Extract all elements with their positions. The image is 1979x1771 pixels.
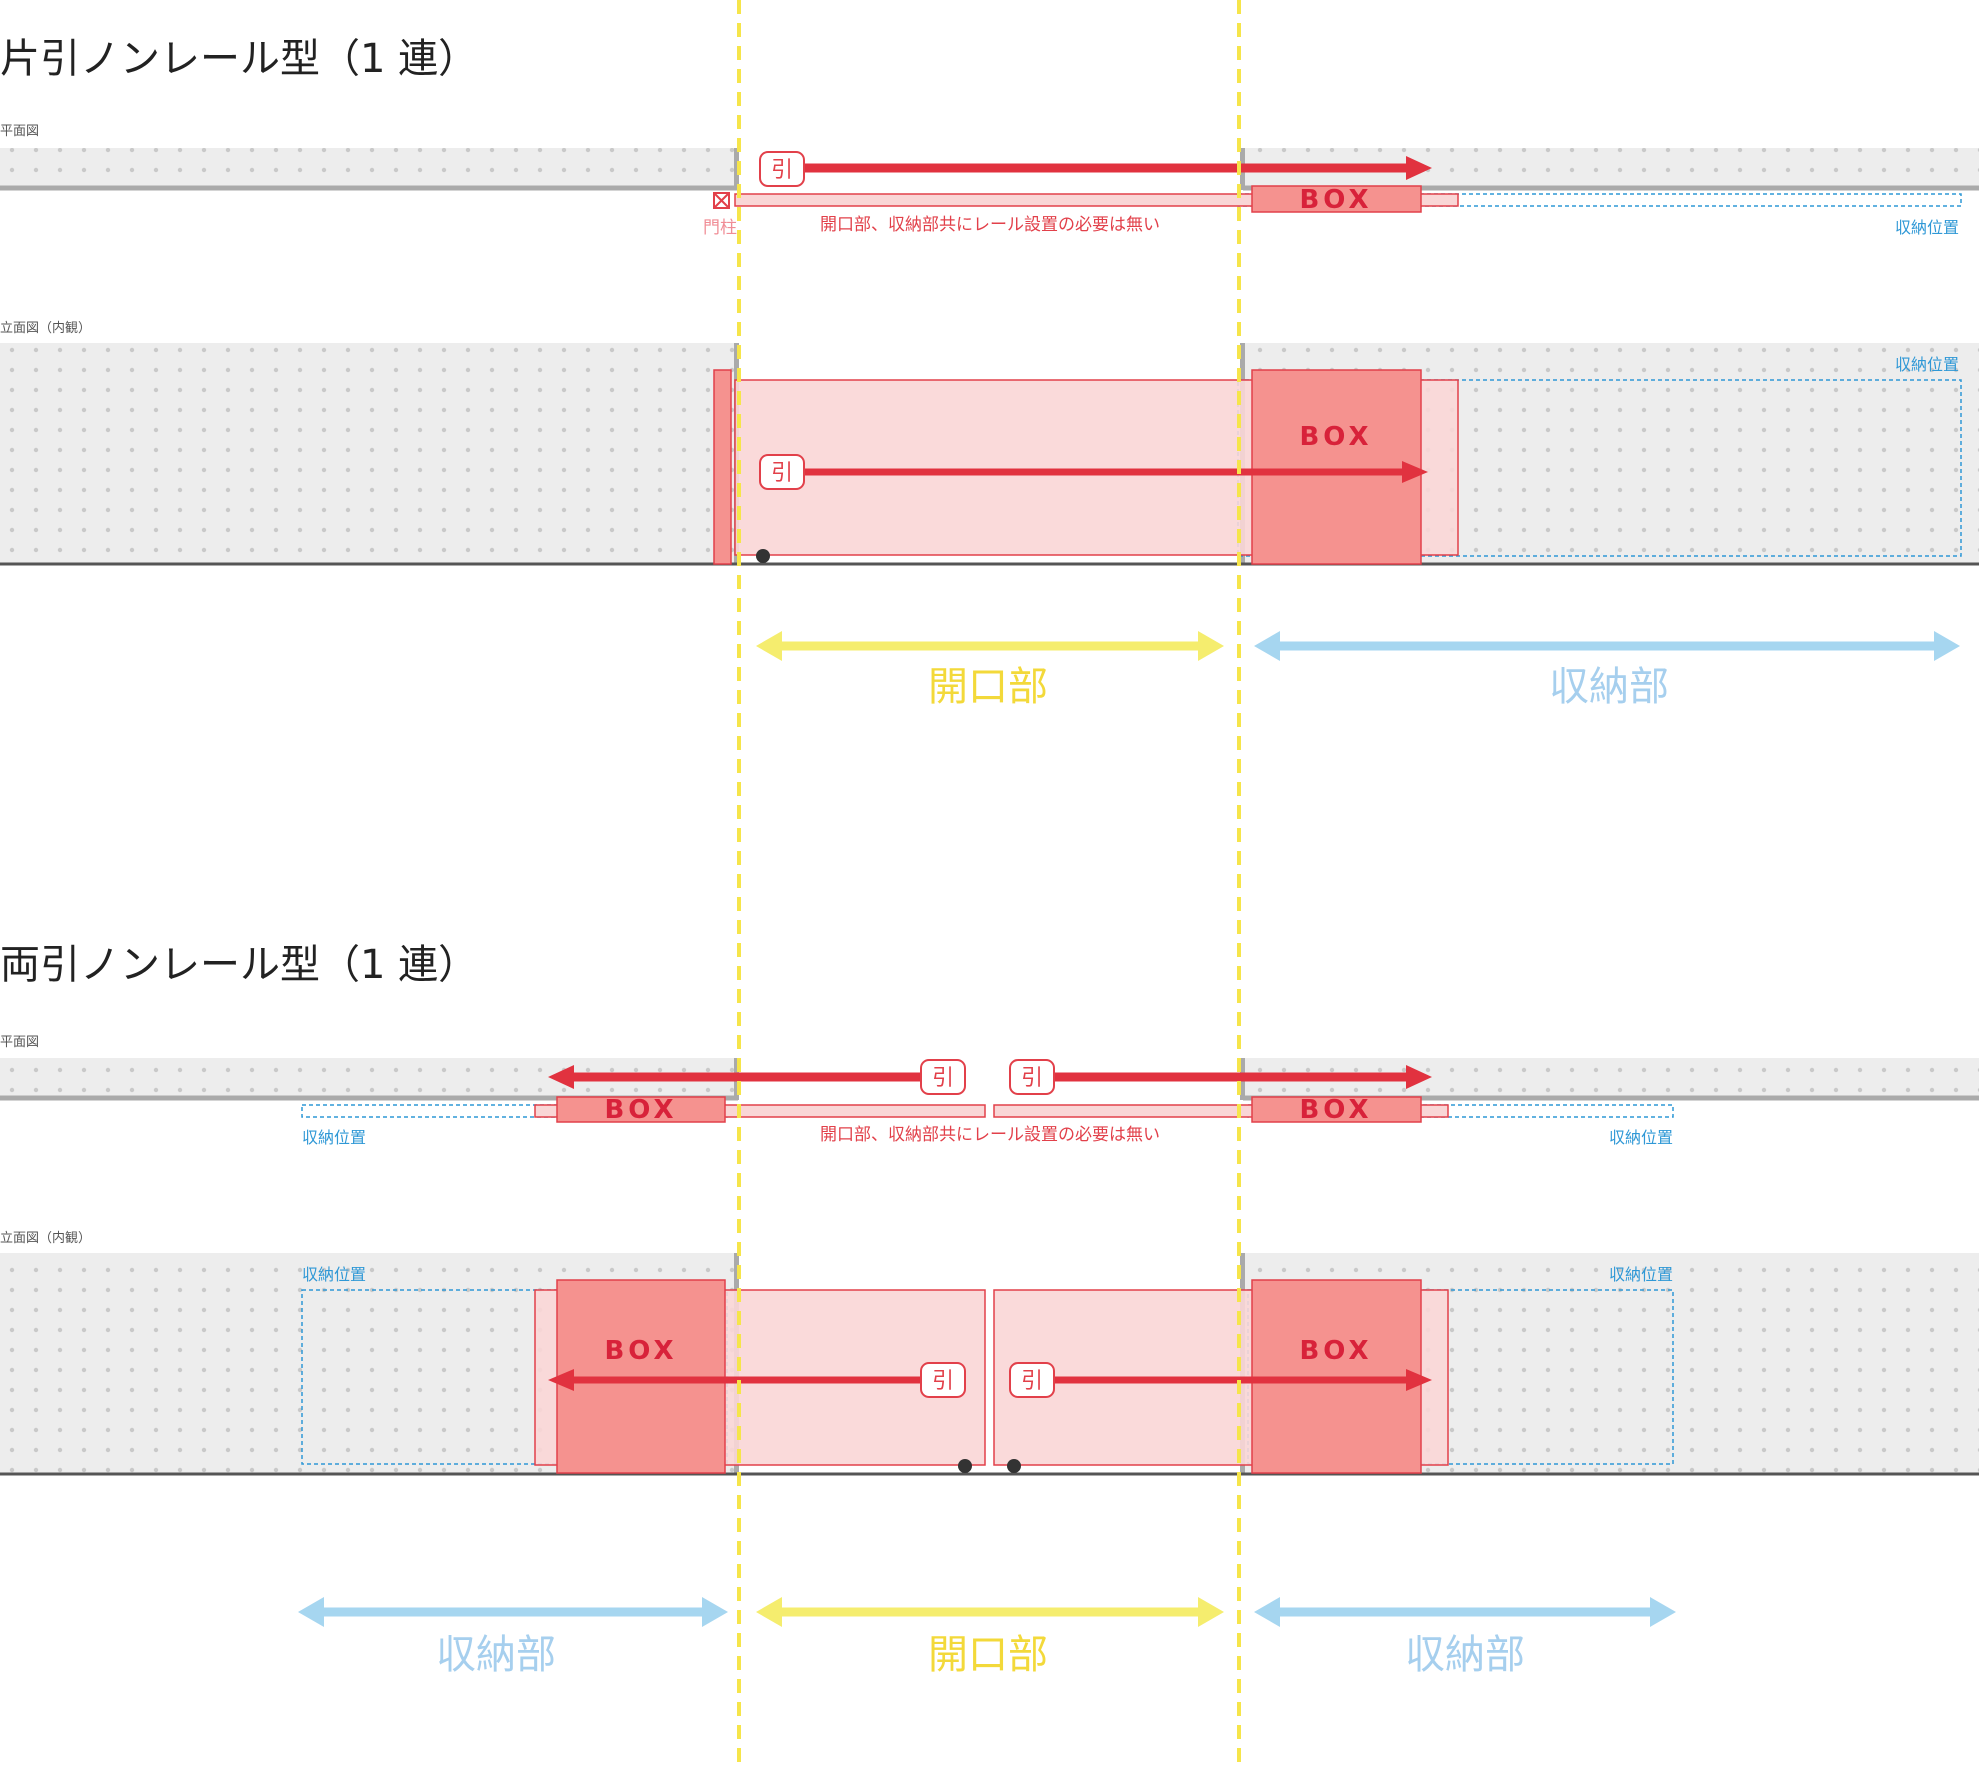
section1-pillar-icon (713, 192, 730, 209)
section2-plan-box-right-label: BOX (1299, 1095, 1372, 1125)
section1-pillar-label: 門柱 (703, 218, 737, 238)
section2-plan-storage-right-label: 収納位置 (1609, 1128, 1673, 1147)
section2-elev-pull-tag-left: 引 (920, 1362, 966, 1398)
section2-storage-right-dim-label: 収納部 (1405, 1632, 1525, 1678)
section2-elev-box-right-label: BOX (1299, 1336, 1372, 1366)
section2-plan-box-right (1251, 1096, 1422, 1123)
section2-plan-storage-left-label: 収納位置 (302, 1128, 366, 1147)
section2-plan-pull-tag-left: 引 (920, 1059, 966, 1095)
section2-elev-pull-left-label: 引 (932, 1369, 954, 1394)
section2-elev-wheel-left (958, 1459, 972, 1473)
section1-plan-storage-label: 収納位置 (1895, 218, 1959, 237)
section1-opening-dim-arrow (756, 631, 1224, 661)
section1-elev-pull-label: 引 (771, 461, 793, 486)
section2-plan-box-left-label: BOX (604, 1095, 677, 1125)
section1-note: 開口部、収納部共にレール設置の必要は無い (820, 215, 1160, 235)
section2-storage-left-dim-label: 収納部 (436, 1632, 556, 1678)
section2-elev-pull-tag-right: 引 (1009, 1362, 1055, 1398)
section1-elev-wheel (756, 549, 770, 563)
section2-elev-wheel-right (1007, 1459, 1021, 1473)
section1-elev-box-label: BOX (1299, 422, 1372, 452)
section2-opening-dim-arrow (756, 1597, 1224, 1627)
section2-plan-pull-tag-right: 引 (1009, 1059, 1055, 1095)
section2-elev-pull-right-label: 引 (1021, 1369, 1043, 1394)
section2-plan-box-left (556, 1096, 726, 1123)
section1-elev-label: 立面図（内観） (0, 320, 91, 336)
section1-plan-box-label: BOX (1299, 185, 1372, 215)
section1-plan-box (1251, 185, 1422, 213)
section2-storage-right-dim-arrow (1254, 1597, 1676, 1627)
section2-elev-storage-right (1247, 1289, 1674, 1465)
section1-title: 片引ノンレール型（1 連） (0, 36, 478, 82)
section1-storage-dim-arrow (1254, 631, 1960, 661)
section1-plan-pull-tag: 引 (759, 151, 805, 187)
section2-plan-wall (0, 1058, 1979, 1101)
section1-elev-pillar (713, 369, 732, 565)
section1-plan-pull-label: 引 (771, 158, 793, 183)
section2-elev-pull-arrow-left (548, 1369, 922, 1391)
section2-elev-storage-left-label: 収納位置 (302, 1265, 366, 1284)
section2-note: 開口部、収納部共にレール設置の必要は無い (820, 1125, 1160, 1145)
section1-storage-dim-label: 収納部 (1549, 664, 1669, 710)
section2-elev-pull-arrow-right (1052, 1369, 1432, 1391)
section2-plan-pull-arrow-left (548, 1065, 922, 1089)
section1-elev-pull-tag: 引 (759, 454, 805, 490)
section2-plan-label: 平面図 (0, 1035, 39, 1050)
section2-opening-dim-label: 開口部 (928, 1632, 1048, 1678)
section2-elev-storage-right-label: 収納位置 (1609, 1265, 1673, 1284)
section1-plan-pull-arrow (800, 156, 1432, 180)
section2-plan-pull-left-label: 引 (932, 1066, 954, 1091)
section2-title: 両引ノンレール型（1 連） (0, 942, 478, 988)
section2-storage-left-dim-arrow (298, 1597, 728, 1627)
section1-elev-box (1251, 369, 1422, 565)
section1-plan-label: 平面図 (0, 124, 39, 139)
section2-elev-label: 立面図（内観） (0, 1230, 91, 1246)
section2-plan-pull-arrow-right (1052, 1065, 1432, 1089)
section1-plan-wall (0, 148, 1979, 191)
section1-elev-storage-label: 収納位置 (1895, 355, 1959, 374)
section1-elev-pull-arrow (800, 461, 1428, 483)
section2-elev-wall (0, 1253, 1979, 1476)
section2-elev-box-left-label: BOX (604, 1336, 677, 1366)
section2-plan-pull-right-label: 引 (1021, 1066, 1043, 1091)
section1-opening-dim-label: 開口部 (928, 664, 1048, 710)
